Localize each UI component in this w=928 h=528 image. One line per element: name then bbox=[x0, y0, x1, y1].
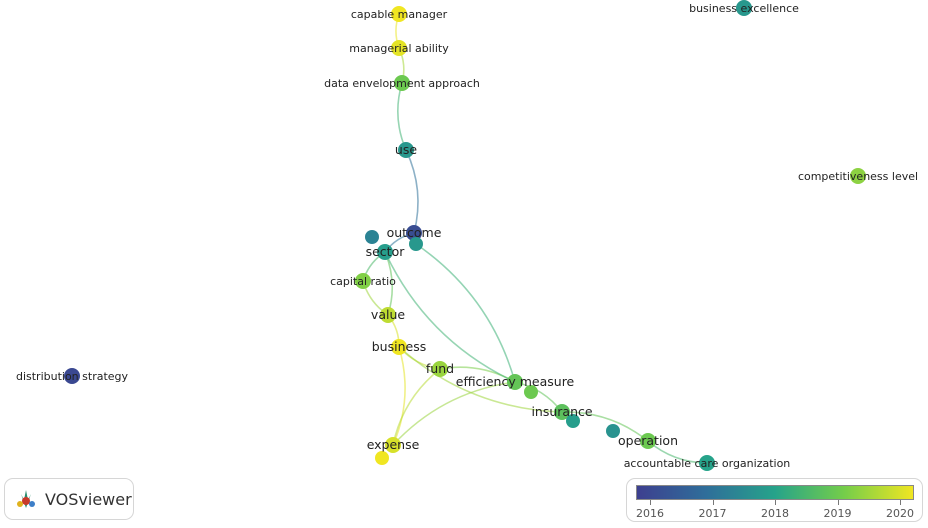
label-use[interactable]: use bbox=[395, 142, 417, 157]
node-operation-minor[interactable] bbox=[606, 424, 620, 438]
node-insurance-minor[interactable] bbox=[566, 414, 580, 428]
label-value[interactable]: value bbox=[371, 307, 405, 322]
node-insurance[interactable] bbox=[554, 404, 570, 420]
node-efficiency-measure[interactable] bbox=[507, 374, 523, 390]
label-business-excellence[interactable]: business excellence bbox=[689, 2, 799, 15]
legend-tick-label: 2018 bbox=[761, 507, 789, 520]
label-managerial-ability[interactable]: managerial ability bbox=[349, 42, 449, 55]
node-use[interactable] bbox=[398, 142, 414, 158]
link-sector-efficiency-measure bbox=[384, 251, 516, 383]
vosviewer-brand: VOSviewer bbox=[4, 478, 134, 520]
label-distribution-strategy[interactable]: distribution strategy bbox=[16, 370, 129, 383]
node-layer bbox=[64, 0, 866, 471]
label-efficiency-measure[interactable]: efficiency measure bbox=[456, 374, 575, 389]
node-distribution-strategy[interactable] bbox=[64, 368, 80, 384]
node-business-excellence[interactable] bbox=[736, 0, 752, 16]
node-operation[interactable] bbox=[640, 433, 656, 449]
label-fund[interactable]: fund bbox=[426, 361, 454, 376]
legend-tick bbox=[775, 500, 776, 505]
node-value[interactable] bbox=[380, 307, 396, 323]
node-data-envelopment-approach[interactable] bbox=[394, 75, 410, 91]
label-layer: capable manager managerial ability data en… bbox=[16, 2, 918, 470]
node-business[interactable] bbox=[391, 339, 407, 355]
node-accountable-care-organization[interactable] bbox=[699, 455, 715, 471]
label-competitiveness-level[interactable]: competitiveness level bbox=[798, 170, 918, 183]
link-business-insurance bbox=[398, 346, 563, 413]
legend-tick-label: 2016 bbox=[636, 507, 664, 520]
link-business-expense bbox=[392, 346, 406, 446]
label-data-envelopment-approach[interactable]: data envelopment approach bbox=[324, 77, 480, 90]
node-efficiency-minor[interactable] bbox=[524, 385, 538, 399]
link-fund-expense bbox=[392, 368, 441, 446]
label-capital-ratio[interactable]: capital ratio bbox=[330, 275, 396, 288]
link-efficiency-measure-expense bbox=[392, 381, 516, 446]
node-outcome[interactable] bbox=[406, 225, 422, 241]
label-sector[interactable]: sector bbox=[366, 244, 406, 259]
node-fund[interactable] bbox=[432, 361, 448, 377]
legend-tick bbox=[837, 500, 839, 505]
link-data-envelopment-approach-use bbox=[397, 82, 407, 151]
node-capable-manager[interactable] bbox=[391, 6, 407, 22]
label-capable-manager[interactable]: capable manager bbox=[351, 8, 448, 21]
label-insurance[interactable]: insurance bbox=[531, 404, 592, 419]
label-accountable-care-organization[interactable]: accountable care organization bbox=[624, 457, 791, 470]
overlay-color-legend: 2016 2017 2018 2019 2020 bbox=[626, 478, 923, 522]
node-competitiveness-level[interactable] bbox=[850, 168, 866, 184]
color-scale-bar bbox=[636, 485, 914, 500]
legend-tick bbox=[650, 500, 651, 505]
legend-tick-label: 2020 bbox=[886, 507, 914, 520]
link-insurance-operation bbox=[561, 411, 649, 442]
link-use-outcome bbox=[405, 149, 419, 234]
label-expense[interactable]: expense bbox=[367, 437, 420, 452]
node-expense[interactable] bbox=[385, 437, 401, 453]
node-sector[interactable] bbox=[377, 244, 393, 260]
node-managerial-ability[interactable] bbox=[391, 40, 407, 56]
node-capital-ratio[interactable] bbox=[355, 273, 371, 289]
label-outcome[interactable]: outcome bbox=[387, 225, 442, 240]
legend-tick bbox=[900, 500, 901, 505]
node-sector-minor[interactable] bbox=[409, 237, 423, 251]
legend-tick-label: 2019 bbox=[823, 507, 852, 520]
node-outcome-minor[interactable] bbox=[365, 230, 379, 244]
node-expense-minor[interactable] bbox=[375, 451, 389, 465]
legend-tick-label: 2017 bbox=[698, 507, 727, 520]
link-sector-minor-efficiency-measure bbox=[415, 243, 516, 383]
vosviewer-logo-icon bbox=[17, 490, 35, 508]
app-name: VOSviewer bbox=[45, 489, 132, 509]
label-business[interactable]: business bbox=[372, 339, 426, 354]
legend-tick bbox=[712, 500, 714, 505]
label-operation[interactable]: operation bbox=[618, 433, 678, 448]
